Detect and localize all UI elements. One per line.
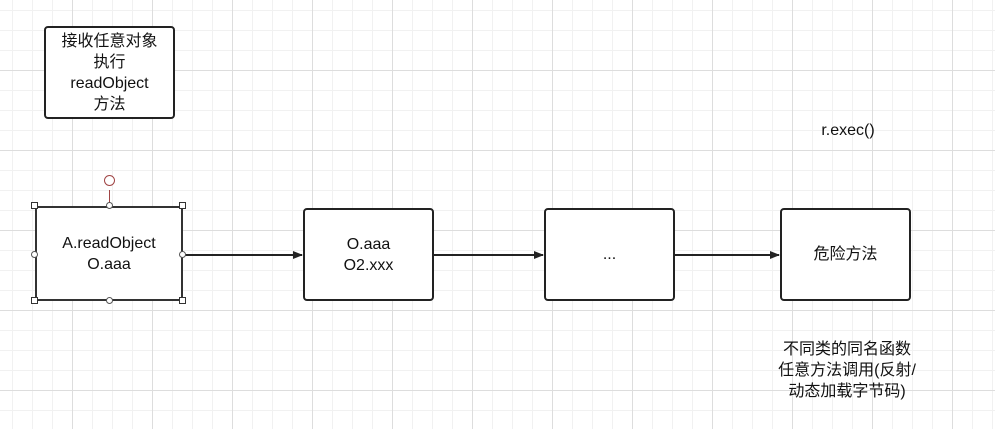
resize-handle-left[interactable] <box>31 251 38 258</box>
sink-node-box[interactable]: 危险方法 <box>780 208 911 301</box>
resize-handle-bottom-left[interactable] <box>31 297 38 304</box>
read-object-note-box[interactable]: 接收任意对象 执行 readObject 方法 <box>44 26 175 119</box>
sink-node-text: 危险方法 <box>813 246 878 263</box>
step2-node-text: O.aaa O2.xxx <box>343 235 394 274</box>
step3-node-text: ... <box>602 246 617 263</box>
entry-node-box[interactable]: A.readObject O.aaa <box>35 206 183 301</box>
chain-hint-note[interactable]: 不同类的同名函数 任意方法调用(反射/ 动态加载字节码) <box>778 341 916 400</box>
resize-handle-right[interactable] <box>179 251 186 258</box>
resize-handle-bottom-right[interactable] <box>179 297 186 304</box>
step3-node-box[interactable]: ... <box>544 208 675 301</box>
step2-node-box[interactable]: O.aaa O2.xxx <box>303 208 434 301</box>
rotate-handle[interactable] <box>104 175 115 186</box>
resize-handle-bottom[interactable] <box>106 297 113 304</box>
exec-note[interactable]: r.exec() <box>821 122 875 139</box>
resize-handle-top-right[interactable] <box>179 202 186 209</box>
resize-handle-top[interactable] <box>106 202 113 209</box>
entry-node-text: A.readObject O.aaa <box>62 234 156 273</box>
rotate-handle-stem <box>109 190 110 205</box>
read-object-note-text: 接收任意对象 执行 readObject 方法 <box>61 32 158 113</box>
resize-handle-top-left[interactable] <box>31 202 38 209</box>
